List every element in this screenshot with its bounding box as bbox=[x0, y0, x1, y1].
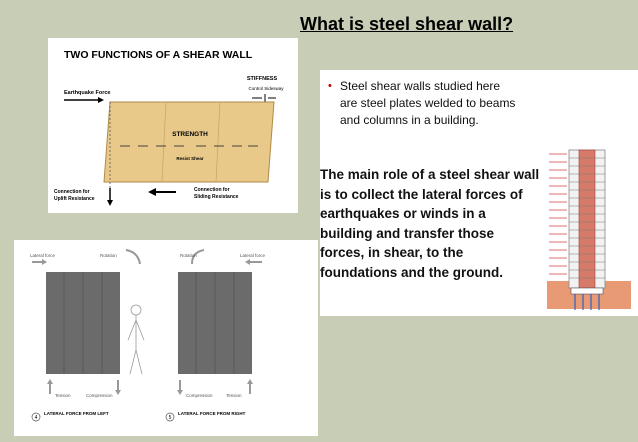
resist-shear-label: Resist Shear bbox=[176, 156, 204, 161]
stiffness-label: STIFFNESS bbox=[247, 76, 278, 82]
left-rotation-arrow bbox=[125, 249, 141, 265]
main-description: The main role of a steel shear wall is t… bbox=[320, 167, 540, 280]
strength-label: STRENGTH bbox=[172, 131, 208, 138]
shear-wall-panel bbox=[103, 101, 275, 183]
right-rotation-arrow bbox=[191, 249, 205, 265]
right-rotation-label: Rotation bbox=[180, 253, 197, 258]
right-number: 5 bbox=[169, 415, 172, 421]
left-lateral-force-label: Lateral force bbox=[30, 253, 56, 258]
left-rotation-label: Rotation bbox=[100, 253, 117, 258]
human-figure bbox=[127, 304, 145, 375]
left-panel: Lateral force Rotation Tension Compressi… bbox=[30, 249, 145, 422]
left-number: 4 bbox=[35, 415, 38, 421]
figure1-heading: TWO FUNCTIONS OF A SHEAR WALL bbox=[64, 49, 253, 61]
lateral-force-figure: Lateral force Rotation Tension Compressi… bbox=[14, 240, 318, 436]
sliding-label-1: Connection for bbox=[194, 187, 230, 193]
page-title: What is steel shear wall? bbox=[300, 14, 514, 34]
earthquake-arrow-head bbox=[98, 97, 104, 103]
right-number-badge bbox=[165, 412, 175, 422]
left-compression-label: Compression bbox=[86, 393, 113, 398]
foundation bbox=[570, 287, 604, 295]
right-tension-label: Tension bbox=[226, 393, 242, 398]
right-panel: Rotation Lateral force Compression Tensi… bbox=[165, 249, 266, 422]
lateral-force-arrows bbox=[549, 153, 567, 275]
foundation-piles bbox=[574, 294, 600, 310]
bullet-text: Steel shear walls studied here are steel… bbox=[340, 79, 516, 127]
uplift-label-1: Connection for bbox=[54, 189, 90, 195]
left-number-badge bbox=[31, 412, 41, 422]
bullet-dot-icon: • bbox=[328, 80, 332, 92]
uplift-label-2: Uplift Resistance bbox=[54, 196, 95, 202]
right-lateral-force-label: Lateral force bbox=[240, 253, 266, 258]
control-sidesway-label: Control Sidesway bbox=[248, 86, 284, 91]
right-compression-label: Compression bbox=[186, 393, 213, 398]
building-illustration bbox=[547, 148, 631, 313]
left-tension-label: Tension bbox=[55, 393, 71, 398]
bullet-item: • Steel shear walls studied here are ste… bbox=[328, 78, 518, 129]
sliding-label-2: Sliding Resistance bbox=[194, 194, 239, 200]
earthquake-force-label: Earthquake Force bbox=[64, 90, 110, 96]
left-caption: LATERAL FORCE FROM LEFT bbox=[44, 411, 109, 416]
shear-wall-core bbox=[578, 149, 596, 289]
floor-lines bbox=[569, 157, 605, 279]
right-caption: LATERAL FORCE FROM RIGHT bbox=[178, 411, 246, 416]
two-functions-figure: TWO FUNCTIONS OF A SHEAR WALL Earthquake… bbox=[48, 38, 298, 213]
